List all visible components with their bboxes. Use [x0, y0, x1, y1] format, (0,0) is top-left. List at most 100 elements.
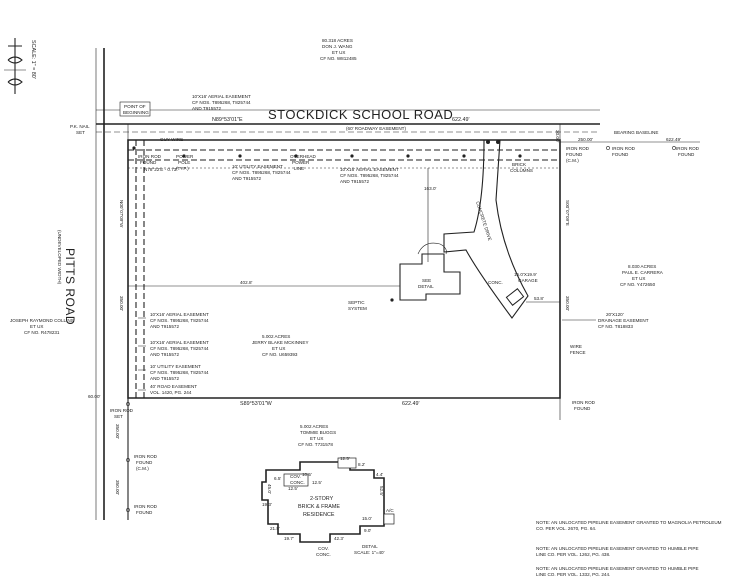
adj-east-3: ET UX	[632, 276, 645, 281]
irf-s1-1: IRON ROD	[134, 454, 158, 459]
adj-south-1: 5.002 ACRES	[300, 424, 328, 429]
pk-nail-1: P.K. NAIL	[70, 124, 90, 129]
road-name-stockdick: STOCKDICK SCHOOL ROAD	[268, 107, 453, 122]
adj-south-2: TOMMIE BUGGS	[300, 430, 336, 435]
detail-dim-5: 10.5'	[302, 472, 312, 477]
north-distance: 622.49'	[452, 117, 470, 123]
adj-east-2: PAUL E. CARRERA	[622, 270, 664, 275]
aerial-mid-3: AND T915572	[340, 179, 369, 184]
irs-2: SET	[114, 414, 123, 419]
detail-dim-4: 19.3'	[262, 502, 272, 507]
road-easement-1: 40' ROAD EASEMENT	[150, 384, 197, 389]
adj-north-1: 80.318 ACRES	[322, 38, 353, 43]
irf-se-1: IRON ROD	[572, 400, 596, 405]
detail-dim-14: 4.4'	[376, 472, 383, 477]
garage-1: 15.0'X19.9'	[514, 272, 537, 277]
road-30: 30.00'	[555, 130, 560, 142]
drainage-2: DRAINAGE EASEMENT	[598, 318, 649, 323]
utility-top-1: 10' UTILITY EASEMENT	[232, 164, 283, 169]
subject-4: CF NO. U659393	[262, 352, 298, 357]
detail-dim-10: 45.0'	[267, 484, 272, 494]
irf-ne2-1: IRON ROD	[612, 146, 636, 151]
note-3a: NOTE: AN UNLOCATED PIPELINE EASEMENT GRA…	[536, 566, 699, 571]
detail-caption-2: SCALE: 1"=40'	[354, 550, 385, 555]
note-1a: NOTE: AN UNLOCATED PIPELINE EASEMENT GRA…	[536, 520, 722, 525]
utility-left-3: AND T915572	[150, 376, 179, 381]
pob-line-2: BEGINNING	[123, 110, 149, 115]
adj-west-1: JOSEPH RAYMOND COLLINS	[10, 318, 74, 323]
overhead-power-1: OVERHEAD	[290, 154, 316, 159]
baseline-250: 250.00'	[578, 137, 593, 142]
road-60: 60.00'	[88, 394, 100, 399]
dim-53: 53.8'	[534, 296, 544, 301]
power-pole-2: POLE	[178, 160, 190, 165]
adj-east-4: CF NO. Y472650	[620, 282, 656, 287]
see-detail-1: SEE	[422, 278, 431, 283]
south-350a: 350.00'	[115, 424, 120, 439]
detail-dim-12: 42.3'	[334, 536, 344, 541]
bearing-baseline-label: BEARING BASELINE	[614, 130, 658, 135]
concrete-drive-label: CONCRETE DRIVE	[475, 201, 492, 242]
scale-label: SCALE: 1" = 80'	[30, 40, 36, 79]
aerial-mid-1: 10'X16' AERIAL EASEMENT	[340, 167, 399, 172]
irf-ne-2: FOUND	[566, 152, 583, 157]
adj-north-4: CF NO. W812485	[320, 56, 357, 61]
concrete-driveway	[443, 139, 529, 319]
south-distance: 622.49'	[402, 401, 420, 407]
septic-2: SYSTEM	[348, 306, 367, 311]
subject-1: 5.002 ACRES	[262, 334, 290, 339]
road-easement-stockdick: (60' ROADWAY EASEMENT)	[346, 126, 406, 131]
irf-ne-3: (C.M.)	[566, 158, 579, 163]
irf-nw-1: IRON ROD	[138, 154, 162, 159]
detail-caption-1: DETAIL	[362, 544, 378, 549]
aerial-left1-1: 10'X16' AERIAL EASEMENT	[150, 312, 209, 317]
adj-east-1: 8.030 ACRES	[628, 264, 656, 269]
aerial-left2-2: CF NOS. T895268, T825744	[150, 346, 209, 351]
adj-north-3: ET UX	[332, 50, 345, 55]
irf-ne-1: IRON ROD	[566, 146, 590, 151]
irf-s2-1: IRON ROD	[134, 504, 158, 509]
drainage-3: CF NO. T818833	[598, 324, 633, 329]
detail-title-2: BRICK & FRAME	[298, 504, 340, 510]
adj-west-3: CF NO. R478231	[24, 330, 60, 335]
easement-lines-north	[128, 149, 560, 169]
septic-1: SEPTIC	[348, 300, 365, 305]
west-bearing: N00°07'09"W	[119, 200, 124, 228]
north-bearing: N89°53'01"E	[212, 117, 243, 123]
road-easement-pitts: (UNDEVELOPED WIDTH)	[57, 230, 62, 285]
aerial-left1-2: CF NOS. T895268, T825744	[150, 318, 209, 323]
utility-left-1: 10' UTILITY EASEMENT	[150, 364, 201, 369]
easement-lines-west	[135, 140, 145, 398]
road-name-pitts: PITTS ROAD	[63, 248, 77, 325]
power-pole-3: (TYP.)	[176, 166, 189, 171]
detail-dim-11: 19.7'	[284, 536, 294, 541]
drainage-1: 20'X120'	[606, 312, 624, 317]
ac-label: A/C	[386, 508, 394, 513]
irf-ne3-2: FOUND	[678, 152, 695, 157]
utility-top-2: CF NOS. T895268, T825744	[232, 170, 291, 175]
note-2b: LINE CO. PER VOL. 1262, PG. 438.	[536, 552, 610, 557]
corner-small-bearing: N78°22'E - 0.73'	[144, 167, 177, 172]
detail-dim-13: 9.0'	[364, 528, 371, 533]
detail-dim-6: 12.5'	[312, 480, 322, 485]
irf-s1-3: (C.M.)	[136, 466, 149, 471]
utility-left-2: CF NOS. T895268, T825744	[150, 370, 209, 375]
irf-nw-2: FOUND	[140, 160, 157, 165]
detail-dim-9: 15.0'	[362, 516, 372, 521]
west-distance: 350.00'	[119, 296, 124, 311]
detail-dim-1: 8.2'	[358, 462, 365, 467]
cov-conc-bottom-2: CONC.	[316, 552, 331, 557]
wire-fence-2: FENCE	[570, 350, 586, 355]
overhead-power-3: LINE	[294, 166, 304, 171]
aerial-top-1: 10'X16' AERIAL EASEMENT	[192, 94, 251, 99]
adj-west-2: ET UX	[30, 324, 43, 329]
garage-2: GARAGE	[518, 278, 538, 283]
subject-3: ET UX	[272, 346, 285, 351]
garage-footprint	[505, 288, 525, 306]
cov-conc-bottom-1: COV.	[318, 546, 329, 551]
aerial-left1-3: AND T915572	[150, 324, 179, 329]
point-of-beginning-box	[119, 101, 151, 117]
power-pole-1: POWER	[176, 154, 194, 159]
irf-ne3-1: IRON ROD	[676, 146, 700, 151]
north-arrow-icon	[4, 38, 26, 94]
